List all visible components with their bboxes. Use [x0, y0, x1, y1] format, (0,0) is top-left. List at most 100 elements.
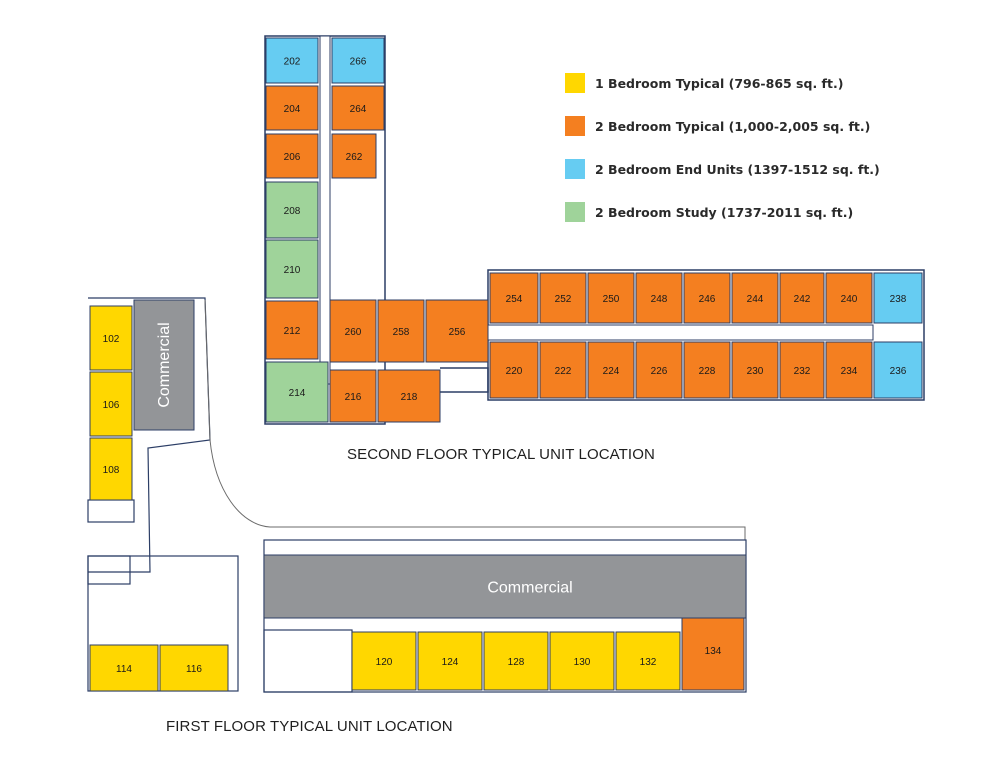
unit-108: 108 — [89, 437, 133, 501]
unit-226: 226 — [635, 341, 683, 399]
unit-block — [873, 272, 923, 324]
unit-204: 204 — [265, 85, 319, 131]
unit-234: 234 — [825, 341, 873, 399]
legend-item-study: 2 Bedroom Study (1737-2011 sq. ft.) — [565, 201, 985, 223]
legend-swatch — [565, 159, 585, 179]
unit-244: 244 — [731, 272, 779, 324]
unit-block — [331, 85, 385, 131]
unit-240: 240 — [825, 272, 873, 324]
unit-number: 124 — [442, 657, 459, 668]
unit-block — [425, 299, 489, 363]
unit-232: 232 — [779, 341, 825, 399]
legend-swatch — [565, 73, 585, 93]
unit-134: 134 — [681, 609, 745, 691]
legend-label: 2 Bedroom Study (1737-2011 sq. ft.) — [595, 204, 854, 220]
unit-block — [635, 341, 683, 399]
unit-number: 258 — [393, 327, 410, 338]
unit-block — [331, 133, 377, 179]
unit-228: 228 — [683, 341, 731, 399]
unit-238: 238 — [873, 272, 923, 324]
unit-256: 256 — [425, 299, 489, 363]
unit-number: 256 — [449, 327, 466, 338]
unit-210: 210 — [265, 239, 319, 299]
unit-224: 224 — [587, 341, 635, 399]
unit-248: 248 — [635, 272, 683, 324]
unit-block — [549, 631, 615, 691]
unit-number: 206 — [284, 152, 301, 163]
unit-208: 208 — [265, 181, 319, 239]
unit-number: 242 — [794, 294, 811, 305]
unit-number: 250 — [603, 294, 620, 305]
unit-block — [681, 609, 745, 691]
unit-130: 130 — [549, 631, 615, 691]
unit-block — [265, 239, 319, 299]
unit-block — [483, 631, 549, 691]
commercial-block — [263, 554, 747, 619]
unit-block — [731, 272, 779, 324]
unit-number: 254 — [506, 294, 523, 305]
unit-block — [89, 305, 133, 371]
unit-258: 258 — [377, 299, 425, 363]
unit-number: 208 — [284, 206, 301, 217]
unit-block — [265, 133, 319, 179]
unit-block — [587, 341, 635, 399]
unit-number: 238 — [890, 294, 907, 305]
unit-block — [377, 299, 425, 363]
unit-block — [265, 37, 319, 84]
unit-block — [731, 341, 779, 399]
unit-254: 254 — [489, 272, 539, 324]
unit-block — [825, 272, 873, 324]
unit-number: 212 — [284, 326, 301, 337]
unit-222: 222 — [539, 341, 587, 399]
unit-number: 130 — [574, 657, 591, 668]
unit-number: 234 — [841, 366, 858, 377]
unit-120: 120 — [351, 631, 417, 691]
unit-number: 222 — [555, 366, 572, 377]
unit-number: 116 — [186, 664, 202, 675]
unit-block — [683, 341, 731, 399]
unit-number: 248 — [651, 294, 668, 305]
commercial-area-1: Commercial — [133, 299, 195, 431]
unit-block — [329, 299, 377, 363]
unit-block — [825, 341, 873, 399]
commercial-label: Commercial — [156, 322, 173, 407]
unit-block — [779, 341, 825, 399]
unit-number: 226 — [651, 366, 668, 377]
commercial-area-2: Commercial — [263, 554, 747, 619]
unit-214: 214 — [265, 361, 329, 423]
unit-number: 120 — [376, 657, 393, 668]
first-floor-title: FIRST FLOOR TYPICAL UNIT LOCATION — [166, 718, 453, 735]
unit-number: 210 — [284, 265, 301, 276]
unit-block — [329, 369, 377, 423]
unit-block — [89, 371, 133, 437]
unit-block — [265, 181, 319, 239]
unit-number: 128 — [508, 657, 525, 668]
unit-236: 236 — [873, 341, 923, 399]
unit-number: 218 — [401, 392, 418, 403]
unit-number: 264 — [350, 104, 367, 115]
unit-250: 250 — [587, 272, 635, 324]
unit-number: 204 — [284, 104, 301, 115]
unit-block — [89, 437, 133, 501]
unit-number: 216 — [345, 392, 362, 403]
unit-block — [615, 631, 681, 691]
legend-item-end-units: 2 Bedroom End Units (1397-1512 sq. ft.) — [565, 158, 985, 180]
unit-block — [489, 272, 539, 324]
unit-block — [873, 341, 923, 399]
unit-number: 134 — [705, 646, 722, 657]
unit-246: 246 — [683, 272, 731, 324]
legend-swatch — [565, 116, 585, 136]
unit-block — [635, 272, 683, 324]
unit-102: 102 — [89, 305, 133, 371]
unit-number: 236 — [890, 366, 907, 377]
unit-block — [377, 369, 441, 423]
unit-116: 116 — [159, 644, 229, 692]
unit-242: 242 — [779, 272, 825, 324]
unit-block — [489, 341, 539, 399]
unit-number: 132 — [640, 657, 657, 668]
legend-label: 2 Bedroom Typical (1,000-2,005 sq. ft.) — [595, 118, 871, 134]
unit-114: 114 — [89, 644, 159, 692]
unit-number: 240 — [841, 294, 858, 305]
